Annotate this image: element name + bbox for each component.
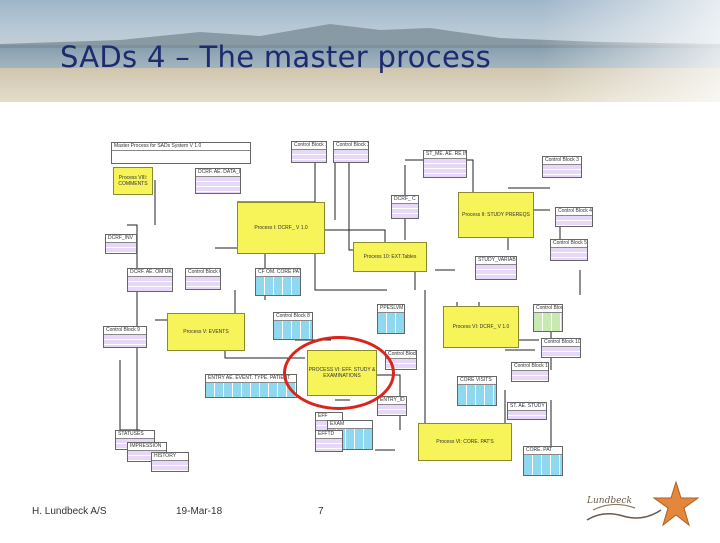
table-ppeslvm[interactable]: PPESLVM — [377, 304, 405, 334]
table-dcrf-inv[interactable]: DCRF_INV — [105, 234, 137, 254]
table-control-block-9[interactable]: Control Block 9 — [103, 326, 147, 348]
master-process-header: Master Process for SADs System V 1.0 — [111, 142, 251, 164]
table-exam[interactable]: EXAM — [327, 420, 373, 450]
table-control-block-12[interactable]: Control Block 12 — [511, 362, 549, 382]
process-ext-tables[interactable]: Process 10: EXT.Tables — [353, 242, 427, 272]
process-events[interactable]: Process V: EVENTS — [167, 313, 245, 351]
table-control-block-7[interactable]: Control Block 7 — [533, 304, 563, 332]
table-cf-om-core-pat[interactable]: CF OM. CORE PAT — [255, 268, 301, 296]
table-dcrf-ae-data[interactable]: DCRF. AE. DATA_UK — [195, 168, 241, 194]
footer-date: 19-Mar-18 — [176, 506, 223, 517]
highlight-ring — [283, 336, 395, 410]
table-control-block-3[interactable]: Control Block 3 — [542, 156, 582, 178]
banner-shine — [540, 0, 720, 102]
table-entry-id[interactable]: ENTRY_ID — [377, 396, 407, 416]
title-banner — [0, 0, 720, 102]
process-study-prereqs[interactable]: Process II: STUDY PREREQS — [458, 192, 534, 238]
footer-page-number: 7 — [318, 506, 324, 517]
process-diagram: Master Process for SADs System V 1.0 Pro… — [95, 130, 607, 482]
table-control-block-8[interactable]: Control Block 8 — [273, 312, 313, 340]
table-entry-ae-event[interactable]: ENTRY AE. EVENT. TYPE. PATIENT — [205, 374, 297, 398]
table-history[interactable]: HISTORY — [151, 452, 189, 472]
table-dcrf-c[interactable]: DCRF_ C — [391, 195, 419, 219]
table-study-variables[interactable]: STUDY_VARIABLES — [475, 256, 517, 280]
process-core-pats[interactable]: Process VI: CORE. PAT'S — [418, 423, 512, 461]
table-control-block-11[interactable]: Control Block 11 — [385, 350, 417, 370]
table-control-block-6[interactable]: Control Block 6 — [185, 268, 221, 290]
company-logo: Lundbeck — [583, 480, 713, 543]
table-control-block-10[interactable]: Control Block 10 — [541, 338, 581, 358]
table-core-pat[interactable]: CORE. PAT — [523, 446, 563, 476]
table-dcrf-ae-om[interactable]: DCRF. AE. OM UK — [127, 268, 173, 292]
table-control-block-1[interactable]: Control Block 1 — [291, 141, 327, 163]
table-control-block-2[interactable]: Control Block 2 — [333, 141, 369, 163]
process-dcrf-1[interactable]: Process I: DCRF_ V 1.0 — [237, 202, 325, 254]
lundbeck-logo-graphic — [586, 503, 662, 521]
footer-author: H. Lundbeck A/S — [32, 506, 107, 517]
table-core-visits[interactable]: CORE VISITS — [457, 376, 497, 406]
table-control-block-4[interactable]: Control Block 4 — [555, 207, 593, 227]
process-dcrf-6[interactable]: Process VI: DCRF_ V 1.0 — [443, 306, 519, 348]
logo-text: Lundbeck — [587, 496, 632, 506]
table-st-ae-study[interactable]: ST_ME. AE. RE INV — [423, 150, 467, 178]
process-comments[interactable]: Process VIII: COMMENTS — [113, 167, 153, 195]
table-control-block-extra[interactable]: ST. AE. STUDY — [507, 402, 547, 420]
starfish-icon — [652, 480, 700, 527]
slide-title: SADs 4 – The master process — [60, 40, 492, 74]
table-control-block-5[interactable]: Control Block 5 — [550, 239, 588, 261]
table-efftd[interactable]: EFFTD — [315, 430, 343, 452]
